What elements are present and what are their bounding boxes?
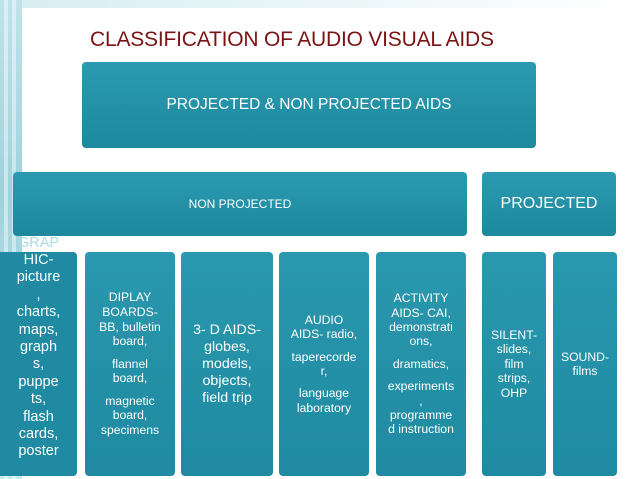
non-projected-node: NON PROJECTED [13, 172, 467, 236]
leaf-line: SILENT- [490, 327, 538, 342]
leaf-line: specimens [100, 423, 160, 438]
leaf-line: 3- D AIDS- [193, 321, 261, 338]
leaf-line: maps, [18, 321, 59, 338]
leaf-line: d instruction [388, 422, 454, 437]
non-projected-label: NON PROJECTED [188, 197, 292, 211]
leaf-line: demonstrati [389, 319, 453, 334]
leaf-line: flash [23, 408, 54, 425]
leaf-line: laboratory [296, 400, 352, 415]
root-node: PROJECTED & NON PROJECTED AIDS [82, 62, 536, 148]
leaf-line: , [36, 286, 41, 303]
slide-title: CLASSIFICATION OF AUDIO VISUAL AIDS [90, 28, 494, 51]
leaf-line: picture [16, 269, 61, 286]
leaf-silent-aids: SILENT- slides, film strips, OHP [482, 252, 546, 476]
projected-label: PROJECTED [500, 195, 598, 212]
leaf-line: charts, [16, 304, 61, 321]
root-node-label: PROJECTED & NON PROJECTED AIDS [166, 96, 452, 113]
leaf-line: ts, [30, 391, 47, 408]
leaf-line: dramatics, [392, 356, 450, 371]
leaf-3d-aids: 3- D AIDS- globes, models, objects, fiel… [181, 252, 273, 476]
leaf-line: film [504, 356, 524, 371]
leaf-line: graph [19, 339, 58, 356]
leaf-line: DIPLAY [108, 290, 152, 305]
leaf-line: OHP [500, 385, 528, 400]
leaf-activity-aids: ACTIVITY AIDS- CAI, demonstrati ons, dra… [376, 252, 466, 476]
leaf-line: cards, [18, 426, 59, 443]
leaf-line: AUDIO [304, 312, 344, 327]
leaf-line: puppe [18, 373, 59, 390]
leaf-line: slides, [496, 342, 532, 357]
projected-node: PROJECTED [482, 172, 616, 236]
leaf-line: programme [389, 408, 453, 423]
leaf-line: ACTIVITY [393, 291, 449, 306]
leaf-line: poster [18, 443, 59, 460]
leaf-line: films [572, 364, 598, 378]
leaf-line: language [298, 386, 350, 401]
leaf-line: board, [112, 334, 148, 349]
leaf-line: AIDS- radio, [290, 327, 358, 342]
leaf-line: board, [112, 408, 148, 423]
side-bar-stripe [12, 0, 16, 479]
leaf-line: models, [202, 355, 252, 372]
leaf-line: taperecorde [291, 349, 357, 364]
leaf-line: SOUND- [560, 349, 610, 364]
leaf-line: BOARDS- [102, 304, 158, 319]
leaf-line: , [419, 393, 423, 408]
leaf-line: ons, [409, 334, 433, 349]
side-bar-stripe [4, 0, 8, 479]
leaf-line: board, [112, 371, 148, 386]
leaf-line: r, [320, 364, 328, 378]
leaf-line: flannel [112, 356, 148, 371]
leaf-line: s, [32, 356, 45, 373]
leaf-line: HIC- [23, 252, 54, 268]
leaf-line: field trip [202, 389, 252, 406]
leaf-line: globes, [204, 338, 250, 355]
leaf-display-boards: DIPLAY BOARDS- BB, bulletin board, flann… [85, 252, 175, 476]
leaf-graphic-aids: HIC- picture , charts, maps, graph s, pu… [0, 252, 77, 476]
graphic-overflow-text: GRAP [17, 235, 60, 251]
leaf-line: experiments [387, 379, 455, 394]
leaf-line: objects, [202, 372, 252, 389]
decorative-top-accent [22, 0, 638, 8]
leaf-line: magnetic [105, 393, 155, 408]
leaf-line: strips, [497, 371, 531, 386]
leaf-line: AIDS- CAI, [391, 305, 451, 320]
leaf-sound-aids: SOUND- films [553, 252, 617, 476]
leaf-audio-aids: AUDIO AIDS- radio, taperecorde r, langua… [279, 252, 369, 476]
leaf-line: BB, bulletin [99, 319, 161, 334]
